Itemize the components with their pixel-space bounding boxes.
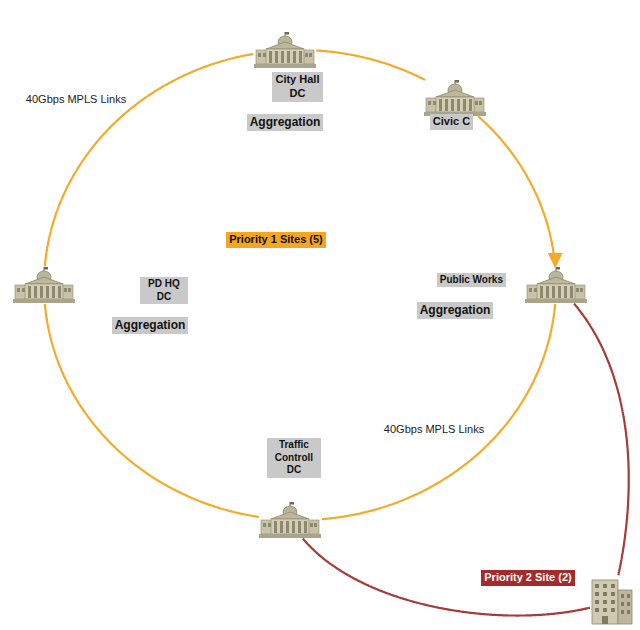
site-node: City Hall DC Aggregation (247, 32, 324, 131)
site-label: Traffic Controll DC (267, 438, 321, 478)
building-icon (13, 267, 75, 303)
site-label: PD HQ DC (140, 277, 189, 304)
site-label: Aggregation (247, 114, 324, 131)
building-icon (525, 267, 587, 303)
site-node: Civic C (424, 80, 486, 144)
building-icon (259, 502, 321, 538)
site-label: Civic C (430, 114, 473, 130)
mpls-link (316, 51, 425, 81)
office-icon (592, 580, 632, 624)
link-label: 40Gbps MPLS Links (381, 422, 487, 438)
building-icon (424, 80, 486, 116)
site-node: Priority 2 Site (2) (481, 570, 634, 626)
link-label: 40Gbps MPLS Links (23, 92, 129, 108)
group-label: Priority 1 Sites (5) (226, 232, 326, 248)
building-icon (254, 32, 316, 68)
site-label: Priority 2 Site (2) (481, 570, 574, 586)
site-node: PD HQ DC Aggregation (13, 267, 188, 334)
mpls-link (45, 304, 259, 517)
site-label: Aggregation (417, 302, 494, 319)
priority2-link (303, 539, 590, 616)
site-label: Aggregation (112, 317, 189, 334)
priority2-link (574, 304, 629, 576)
mpls-link (45, 54, 254, 267)
mpls-link (478, 116, 555, 266)
site-node: Traffic Controll DC (259, 438, 321, 538)
mpls-link (322, 304, 555, 519)
site-label: City Hall DC (272, 72, 324, 102)
site-node: Public WorksAggregation (417, 267, 587, 319)
site-label: Public Works (437, 273, 506, 288)
